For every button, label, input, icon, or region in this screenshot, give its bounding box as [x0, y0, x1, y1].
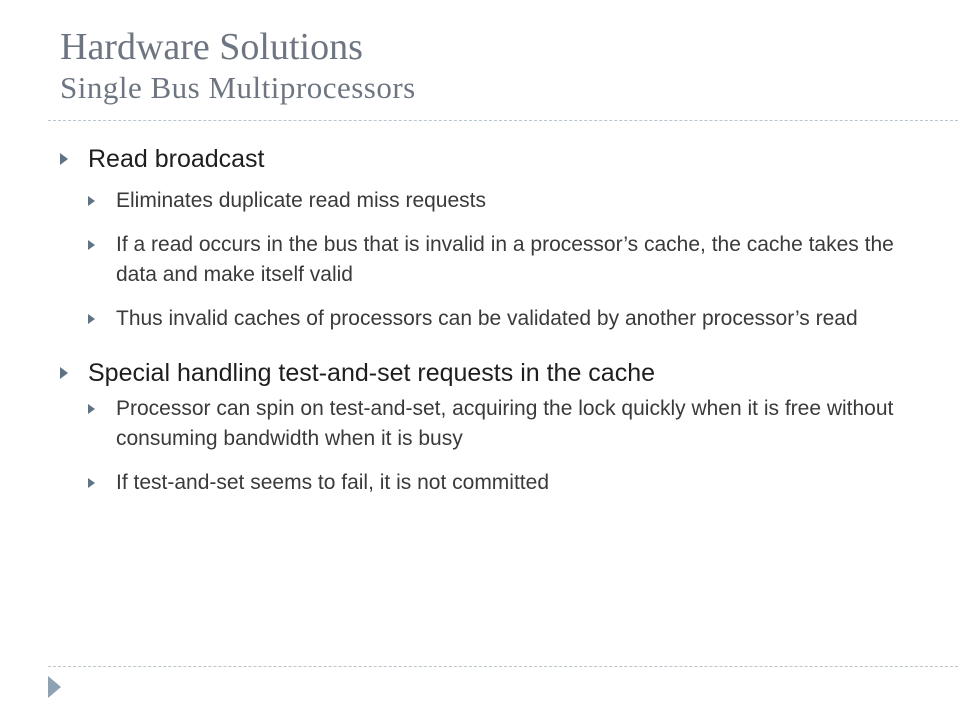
sub-bullet-list: Processor can spin on test-and-set, acqu…	[60, 394, 910, 498]
triangle-corner-icon	[48, 676, 61, 698]
bullet-text: Read broadcast	[88, 145, 265, 173]
triangle-bullet-icon	[60, 367, 68, 379]
triangle-bullet-icon	[88, 196, 95, 206]
slide-content: Read broadcast Eliminates duplicate read…	[60, 138, 910, 512]
sub-bullet: If a read occurs in the bus that is inva…	[60, 230, 910, 290]
footer-divider	[48, 666, 960, 667]
sub-bullet: Processor can spin on test-and-set, acqu…	[60, 394, 910, 454]
sub-bullet-text: If a read occurs in the bus that is inva…	[116, 233, 894, 286]
title-block: Hardware Solutions Single Bus Multiproce…	[60, 26, 920, 108]
slide-subtitle: Single Bus Multiprocessors	[60, 70, 416, 105]
sub-bullet-text: Processor can spin on test-and-set, acqu…	[116, 397, 894, 450]
triangle-bullet-icon	[88, 314, 95, 324]
sub-bullet: If test-and-set seems to fail, it is not…	[60, 468, 910, 498]
triangle-bullet-icon	[60, 153, 68, 165]
sub-bullet-text: Eliminates duplicate read miss requests	[116, 189, 487, 212]
sub-bullet: Eliminates duplicate read miss requests	[60, 186, 910, 216]
triangle-bullet-icon	[88, 240, 95, 250]
slide-title: Hardware Solutions	[60, 26, 363, 68]
bullet-test-and-set: Special handling test-and-set requests i…	[60, 356, 910, 390]
bullet-text: Special handling test-and-set requests i…	[88, 359, 656, 387]
sub-bullet-list: Eliminates duplicate read miss requests …	[60, 186, 910, 334]
triangle-bullet-icon	[88, 478, 95, 488]
sub-bullet-text: If test-and-set seems to fail, it is not…	[116, 471, 549, 494]
title-divider	[48, 120, 960, 121]
sub-bullet-text: Thus invalid caches of processors can be…	[116, 307, 858, 330]
sub-bullet: Thus invalid caches of processors can be…	[60, 304, 910, 334]
triangle-bullet-icon	[88, 404, 95, 414]
bullet-read-broadcast: Read broadcast	[60, 142, 910, 176]
